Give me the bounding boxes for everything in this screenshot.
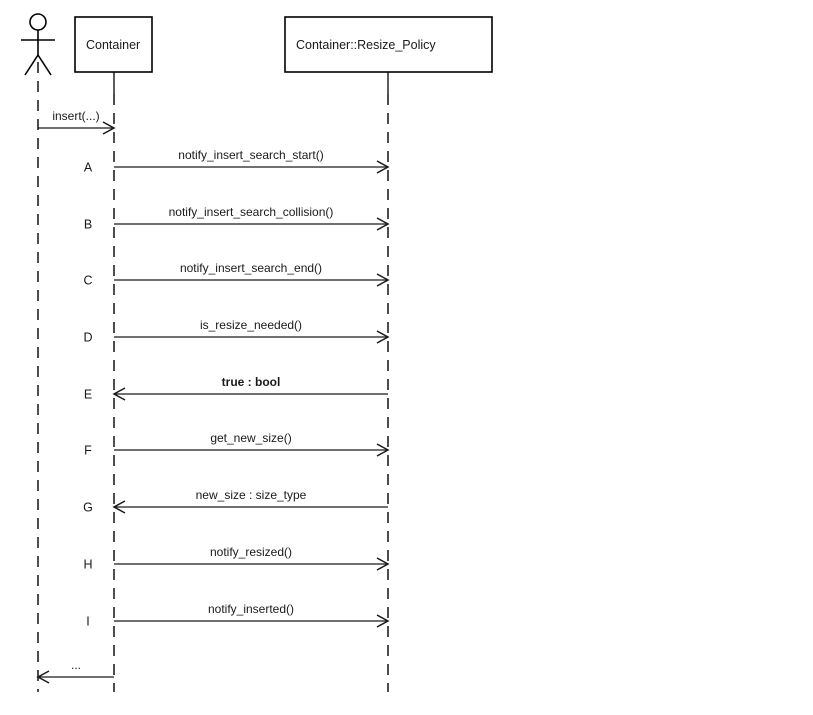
participant-boxes: Container Container::Resize_Policy: [74, 16, 493, 73]
step-label-i: I: [86, 615, 89, 629]
message-label: insert(...): [52, 109, 99, 123]
message-h[interactable]: notify_resized() H: [83, 545, 390, 572]
messages: insert(...) notify_insert_search_start() A…: [36, 109, 390, 684]
actor-leg-left: [24, 54, 39, 76]
message-label: new_size : size_type: [196, 488, 307, 502]
message-a[interactable]: notify_insert_search_start() A: [84, 148, 390, 175]
actor-figure: [21, 13, 55, 76]
message-arrowhead: [376, 330, 390, 344]
step-label-e: E: [84, 388, 92, 402]
actor-leg-right: [37, 54, 52, 76]
message-arrowhead: [376, 557, 390, 571]
message-label: notify_insert_search_end(): [180, 261, 322, 275]
participant-label-container: Container: [86, 38, 140, 52]
actor-head: [29, 13, 47, 31]
message-label: is_resize_needed(): [200, 318, 302, 332]
message-label: notify_insert_search_start(): [178, 148, 323, 162]
message-arrowhead: [102, 121, 116, 135]
participant-box-resize_policy: [284, 16, 493, 73]
message-b[interactable]: notify_insert_search_collision() B: [84, 205, 390, 232]
step-label-a: A: [84, 161, 93, 175]
step-label-c: C: [83, 274, 92, 288]
message-arrowhead: [376, 273, 390, 287]
message-label: true : bool: [222, 375, 281, 389]
message-label: notify_inserted(): [208, 602, 294, 616]
message-x10[interactable]: ...: [36, 658, 114, 684]
step-label-g: G: [83, 501, 93, 515]
step-label-f: F: [84, 444, 92, 458]
message-arrowhead: [376, 160, 390, 174]
message-arrowhead: [112, 500, 126, 514]
participant-container[interactable]: Container: [74, 16, 153, 73]
message-arrowhead: [376, 614, 390, 628]
lifelines: [37, 62, 389, 692]
message-d[interactable]: is_resize_needed() D: [83, 318, 390, 345]
participant-resize_policy[interactable]: Container::Resize_Policy: [284, 16, 493, 73]
message-arrowhead: [376, 443, 390, 457]
participant-box-container: [74, 16, 153, 73]
message-f[interactable]: get_new_size() F: [84, 431, 390, 458]
message-i[interactable]: notify_inserted() I: [86, 602, 390, 629]
message-c[interactable]: notify_insert_search_end() C: [83, 261, 390, 288]
step-label-d: D: [83, 331, 92, 345]
message-label: notify_insert_search_collision(): [169, 205, 334, 219]
message-label: notify_resized(): [210, 545, 292, 559]
message-label: get_new_size(): [210, 431, 291, 445]
message-label: ...: [71, 658, 81, 672]
message-x0[interactable]: insert(...): [38, 109, 116, 135]
message-arrowhead: [36, 670, 50, 684]
message-arrowhead: [376, 217, 390, 231]
message-arrowhead: [112, 387, 126, 401]
step-label-h: H: [83, 558, 92, 572]
participant-label-resize_policy: Container::Resize_Policy: [296, 38, 436, 52]
step-label-b: B: [84, 218, 92, 232]
